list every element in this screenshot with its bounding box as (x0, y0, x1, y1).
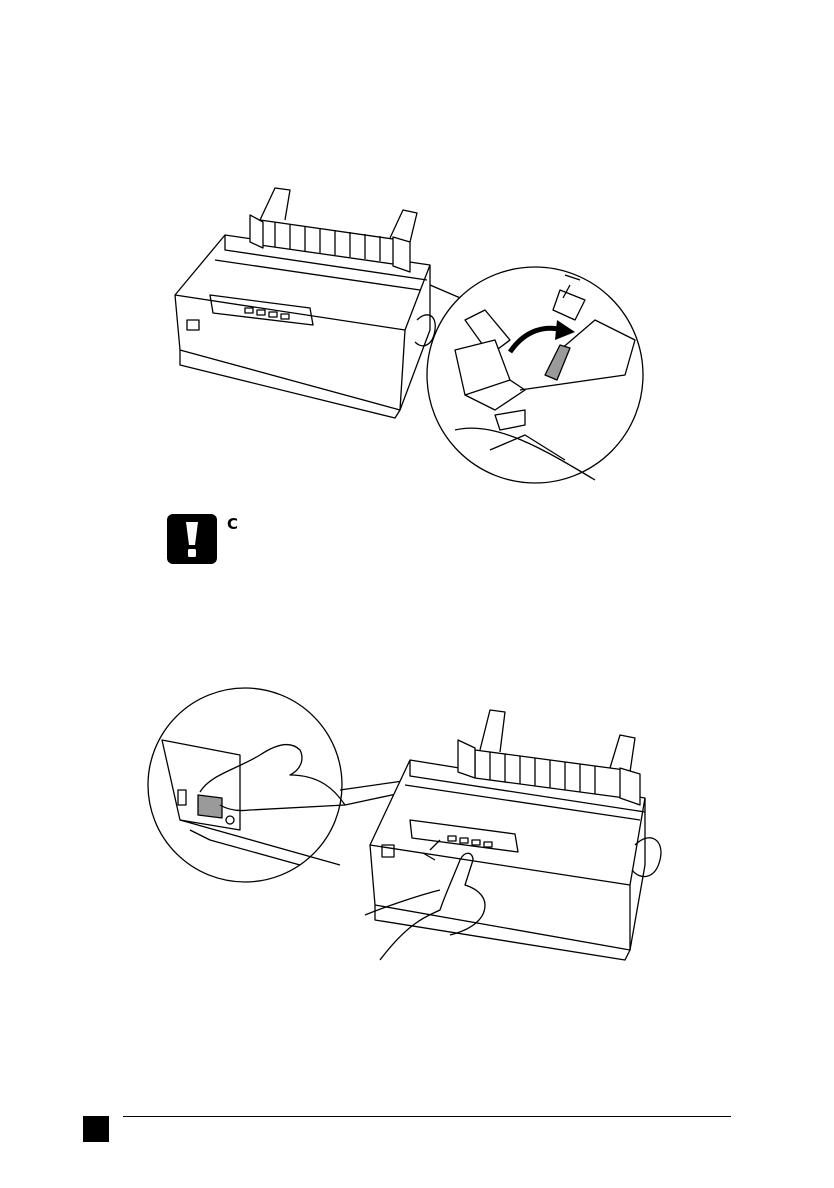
printer-illustration-2 (140, 680, 670, 970)
printer-release-lever-figure (165, 180, 645, 490)
caution-label: C (227, 515, 238, 533)
footer-rule (123, 1116, 731, 1117)
caution-icon-box (167, 514, 217, 564)
footer-page-marker (83, 1116, 109, 1142)
printer-illustration-1 (165, 180, 645, 490)
printer-control-panel-figure (140, 680, 670, 970)
exclamation-icon (167, 514, 217, 564)
